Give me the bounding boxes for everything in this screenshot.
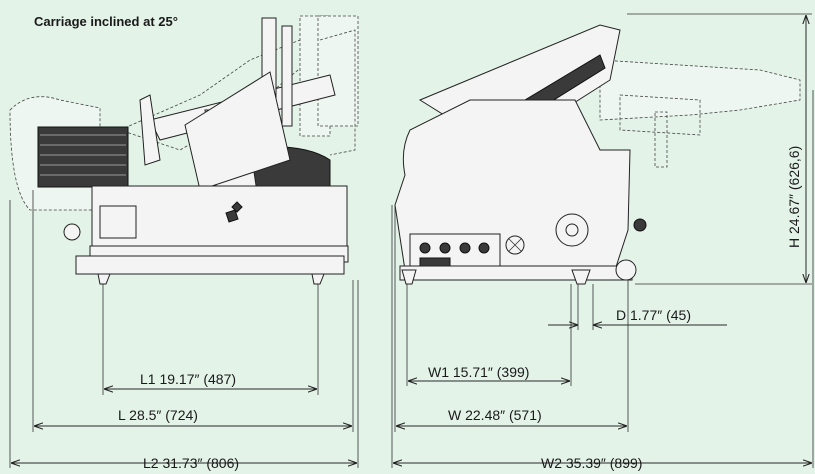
- dimension-lines: [9, 13, 814, 468]
- dimension-w1: W1 15.71″ (399): [428, 364, 529, 380]
- dimension-h: H 24.67″ (626,6): [786, 146, 802, 248]
- dimension-d: D 1.77″ (45): [616, 307, 691, 323]
- dimension-w: W 22.48″ (571): [448, 407, 542, 423]
- caption: Carriage inclined at 25°: [34, 14, 178, 29]
- front-view-slicer: [9, 15, 359, 285]
- dimension-w2: W2 35.39″ (899): [541, 455, 642, 471]
- dimension-l: L 28.5″ (724): [118, 407, 198, 423]
- dimension-l2: L2 31.73″ (806): [143, 455, 239, 471]
- dimension-l1: L1 19.17″ (487): [140, 371, 236, 387]
- side-view-slicer: [394, 24, 801, 285]
